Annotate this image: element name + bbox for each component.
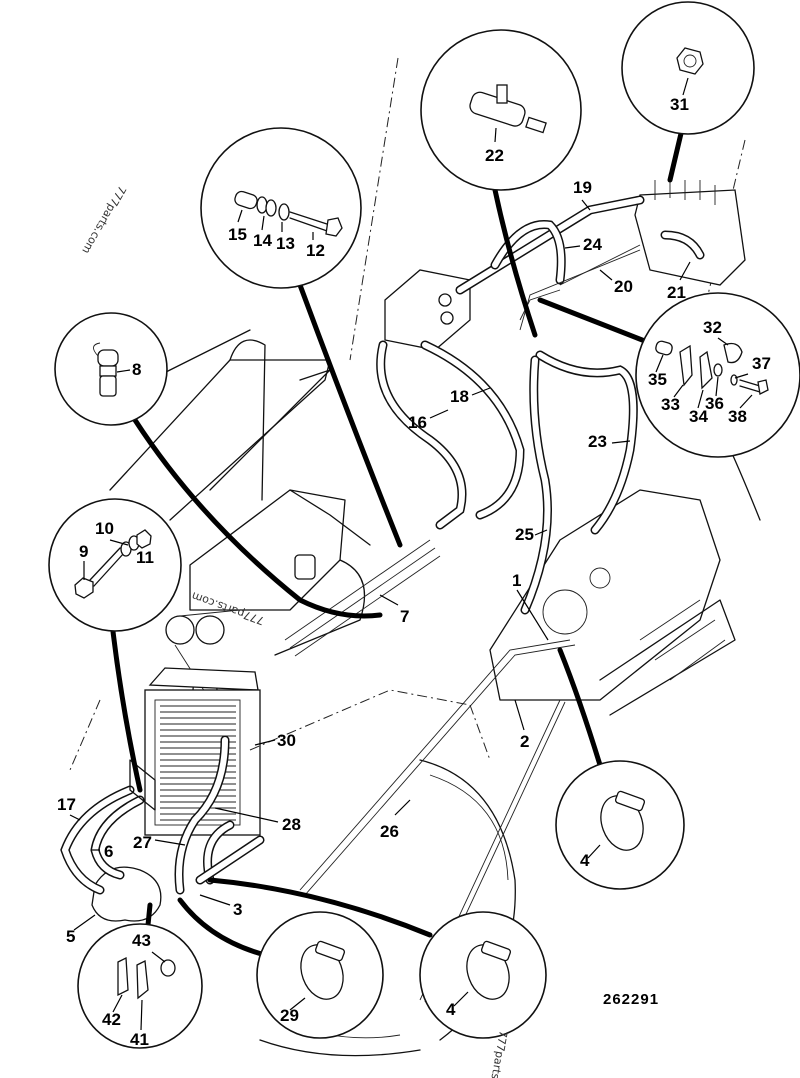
- callout-leader-19: [581, 199, 591, 211]
- callout-leader-37: [734, 373, 749, 379]
- callout-leader-25: [534, 529, 548, 536]
- callout-label-4b: 4: [446, 1000, 456, 1019]
- callout-label-41: 41: [130, 1030, 149, 1049]
- callout-label-17: 17: [57, 795, 76, 814]
- callout-leader-2: [514, 699, 525, 731]
- callout-leader-22: [494, 127, 497, 143]
- callout-leader-15: [237, 209, 243, 223]
- callout-label-24: 24: [583, 235, 602, 254]
- filter-housing: [91, 866, 162, 922]
- callout-label-14: 14: [253, 231, 272, 250]
- callout-leader-32: [717, 337, 729, 346]
- callout-label-15: 15: [228, 225, 247, 244]
- callout-label-10: 10: [95, 519, 114, 538]
- leader-lines: [107, 122, 686, 958]
- callout-leader-38: [739, 394, 753, 409]
- callout-label-33: 33: [661, 395, 680, 414]
- drawing-number: 262291: [603, 991, 659, 1008]
- callout-leader-1: [516, 589, 549, 641]
- callout-leader-8: [116, 369, 131, 373]
- callout-label-12: 12: [306, 241, 325, 260]
- callout-leader-18: [471, 387, 491, 396]
- watermark-top-left: 777parts.com: [79, 184, 128, 257]
- callout-label-21: 21: [667, 283, 686, 302]
- callout-label-34: 34: [689, 407, 708, 426]
- detail-circle-22: [420, 29, 582, 191]
- callout-leader-21: [679, 261, 691, 281]
- callout-leader-16: [429, 409, 449, 419]
- callout-leader-23: [611, 440, 631, 444]
- callout-label-35: 35: [648, 370, 667, 389]
- callout-label-32: 32: [703, 318, 722, 337]
- callout-label-42: 42: [102, 1010, 121, 1029]
- callout-label-20: 20: [614, 277, 633, 296]
- callout-leader-41: [140, 999, 143, 1031]
- callout-label-18: 18: [450, 387, 469, 406]
- detail-circle-12-15: [200, 127, 362, 289]
- callout-label-30: 30: [277, 731, 296, 750]
- callout-label-2: 2: [520, 732, 529, 751]
- callout-leader-5: [73, 914, 96, 931]
- callout-label-16: 16: [408, 413, 427, 432]
- callout-leader-17: [69, 814, 81, 821]
- callout-label-25: 25: [515, 525, 534, 544]
- callout-leader-34: [697, 389, 704, 409]
- callout-leader-29: [289, 997, 306, 1011]
- callout-leader-42: [112, 994, 123, 1013]
- detail-circle-41-43: [77, 923, 203, 1049]
- detail-circle-31: [621, 1, 755, 135]
- callout-leader-24: [564, 245, 581, 249]
- callout-leader-30: [254, 739, 276, 746]
- callout-label-36: 36: [705, 394, 724, 413]
- callout-label-27: 27: [133, 833, 152, 852]
- control-valve-left: [384, 269, 471, 351]
- callout-label-11: 11: [136, 548, 154, 567]
- detail-circle-29: [256, 911, 384, 1039]
- callout-leader-3: [199, 894, 231, 906]
- callout-leader-31: [682, 77, 689, 96]
- callout-leader-28: [214, 807, 279, 823]
- callout-label-3: 3: [233, 900, 242, 919]
- callout-label-28: 28: [282, 815, 301, 834]
- detail-circle-4a: [555, 760, 685, 890]
- control-valve-right: [634, 178, 746, 286]
- callout-leader-4a: [587, 844, 601, 859]
- callout-leader-10: [109, 539, 129, 546]
- callout-label-29: 29: [280, 1006, 299, 1025]
- detail-circle-4b: [419, 911, 547, 1039]
- callout-label-13: 13: [276, 234, 295, 253]
- callout-label-19: 19: [573, 178, 592, 197]
- callout-label-6: 6: [104, 842, 113, 861]
- callout-label-8: 8: [132, 360, 141, 379]
- callout-label-1: 1: [512, 571, 521, 590]
- callout-label-43: 43: [132, 931, 151, 950]
- callout-leader-7: [379, 594, 399, 606]
- callout-leader-4b: [453, 991, 469, 1007]
- callout-leader-26: [394, 799, 411, 816]
- callout-leader-35: [655, 354, 664, 373]
- callout-label-9: 9: [79, 542, 88, 561]
- callout-label-37: 37: [752, 354, 771, 373]
- detail-circle-8: [54, 312, 168, 426]
- detail-circle-32-38: [635, 292, 800, 458]
- callout-leader-43: [151, 951, 166, 963]
- callout-leader-33: [673, 384, 684, 398]
- callout-label-5: 5: [66, 927, 75, 946]
- callout-label-22: 22: [485, 146, 504, 165]
- callout-leader-20: [599, 269, 613, 281]
- callout-leader-27: [154, 839, 186, 846]
- callout-leader-14: [261, 215, 265, 231]
- callout-label-26: 26: [380, 822, 399, 841]
- detail-circle-9-11: [48, 498, 182, 632]
- callout-label-31: 31: [670, 95, 689, 114]
- callout-leader-36: [715, 376, 719, 397]
- callout-label-23: 23: [588, 432, 607, 451]
- callout-label-7: 7: [400, 607, 409, 626]
- callout-label-38: 38: [728, 407, 747, 426]
- callout-label-4a: 4: [580, 851, 590, 870]
